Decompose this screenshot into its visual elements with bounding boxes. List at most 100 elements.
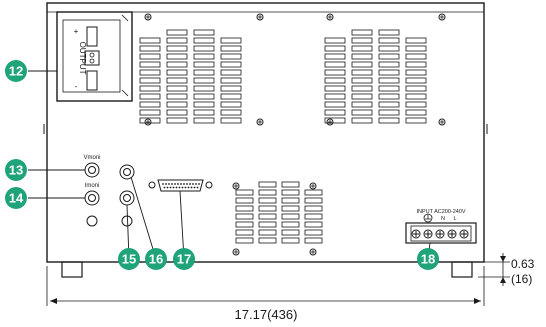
vent-slot <box>220 93 242 100</box>
screw <box>326 13 334 21</box>
vent-slot <box>378 37 400 44</box>
vent-slot <box>220 109 242 116</box>
enclosure-outline <box>46 2 485 263</box>
vent-slot <box>220 53 242 60</box>
screw <box>232 182 240 190</box>
vent-slot <box>351 61 373 68</box>
vent-slot <box>258 229 277 236</box>
callout-12: 12 <box>5 60 27 82</box>
vent-slot <box>139 61 161 68</box>
vent-slot <box>166 109 188 116</box>
vent-slot <box>193 53 215 60</box>
vent-slot <box>405 93 427 100</box>
callout-15: 15 <box>118 248 140 270</box>
vent-slot <box>281 221 300 228</box>
vent-slot <box>193 69 215 76</box>
vent-slot <box>378 109 400 116</box>
output-terminal-block <box>56 11 133 102</box>
vent-slot <box>193 45 215 52</box>
output-plus-label: + <box>74 27 79 36</box>
vent-slot <box>166 77 188 84</box>
ac-terminal-screw <box>459 229 469 239</box>
output-minus-label: - <box>75 82 78 91</box>
screw <box>309 182 317 190</box>
callout-16: 16 <box>145 248 167 270</box>
svg-text:13: 13 <box>9 163 23 178</box>
vent-slot <box>193 117 215 124</box>
vent-slot <box>351 69 373 76</box>
width-dimension-label: 17.17(436) <box>235 307 298 322</box>
vent-slot <box>258 181 277 188</box>
vent-slot <box>324 77 346 84</box>
vent-slot <box>220 61 242 68</box>
vent-slot <box>235 213 254 220</box>
vent-slot <box>139 85 161 92</box>
vent-slot <box>351 101 373 108</box>
imoni-label: Imoni <box>85 183 100 189</box>
foot-left <box>61 261 83 278</box>
vent-slot <box>166 117 188 124</box>
vent-slot <box>304 229 323 236</box>
callout-13: 13 <box>5 159 27 181</box>
leader-lines <box>28 70 431 260</box>
vent-slot <box>193 109 215 116</box>
vent-slot <box>351 45 373 52</box>
vent-slot <box>166 29 188 36</box>
vent-slot <box>378 53 400 60</box>
vent-slot <box>139 101 161 108</box>
vent-slot <box>281 189 300 196</box>
vent-slot <box>193 93 215 100</box>
vent-slot <box>166 93 188 100</box>
ac-terminal-screw <box>411 229 421 239</box>
vent-slot <box>258 237 277 244</box>
vent-slot <box>258 213 277 220</box>
vent-slot <box>235 229 254 236</box>
vent-slot <box>166 101 188 108</box>
vent-slot <box>258 189 277 196</box>
svg-text:16: 16 <box>149 252 163 267</box>
vent-slot <box>220 77 242 84</box>
vent-slot <box>351 37 373 44</box>
vent-slot <box>193 85 215 92</box>
vent-slot <box>378 69 400 76</box>
vent-slot <box>405 37 427 44</box>
vent-slot <box>405 45 427 52</box>
vent-slot <box>324 85 346 92</box>
vent-slot <box>139 77 161 84</box>
connector-15 <box>119 190 135 206</box>
vent-slot <box>324 61 346 68</box>
vent-slot <box>258 205 277 212</box>
vent-slot <box>378 61 400 68</box>
vent-slot <box>235 221 254 228</box>
vent-slot <box>139 53 161 60</box>
vent-slot <box>304 213 323 220</box>
vent-slot <box>281 205 300 212</box>
vent-slot <box>220 117 242 124</box>
vent-slot <box>166 53 188 60</box>
vent-slot <box>351 53 373 60</box>
dsub-connector <box>148 179 213 192</box>
vent-slot <box>281 181 300 188</box>
vent-slot <box>258 221 277 228</box>
ac-input-label: INPUT AC200-240V <box>416 209 465 215</box>
vent-slot <box>235 197 254 204</box>
vent-slot <box>405 77 427 84</box>
vent-slot <box>193 77 215 84</box>
vent-slot <box>304 221 323 228</box>
vent-slot <box>258 197 277 204</box>
vent-slot <box>220 37 242 44</box>
ac-l-label: L <box>453 216 456 222</box>
foot-right <box>451 261 473 278</box>
vent-slot <box>281 213 300 220</box>
screw <box>256 13 264 21</box>
screw <box>144 13 152 21</box>
vent-slot <box>351 109 373 116</box>
vent-slot <box>324 37 346 44</box>
ac-terminal-screw <box>423 229 433 239</box>
vent-slot <box>193 29 215 36</box>
vent-slot <box>281 237 300 244</box>
ac-input-terminal <box>405 213 477 244</box>
vent-slot <box>378 77 400 84</box>
screw <box>144 118 152 126</box>
